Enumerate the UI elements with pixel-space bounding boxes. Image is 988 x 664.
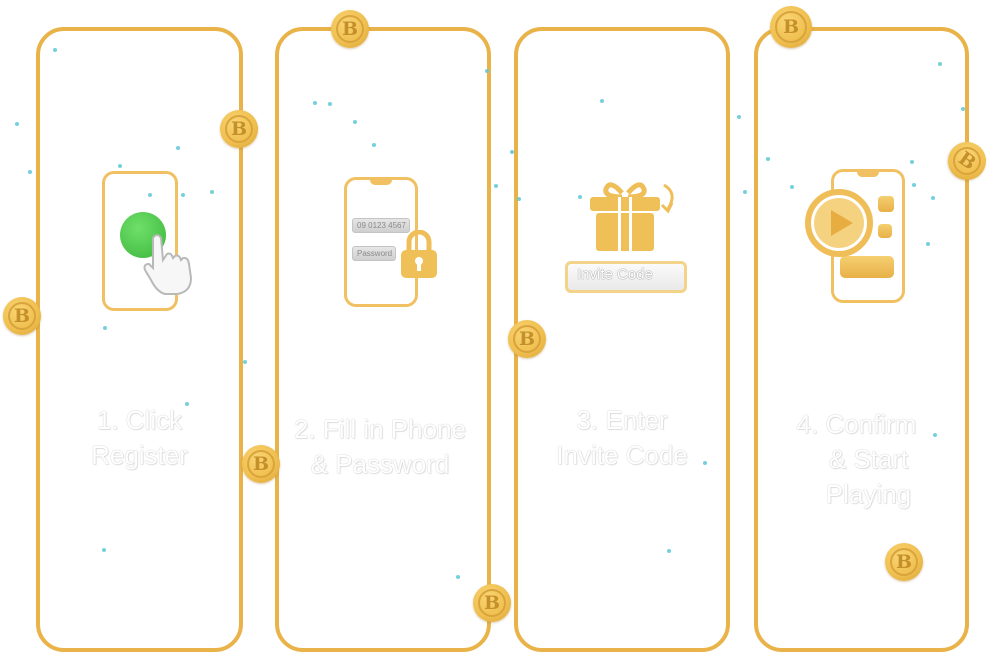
particle-dot [176, 146, 180, 150]
particle-dot [931, 196, 935, 200]
step-2-line1: 2. Fill in Phone [294, 414, 466, 444]
lock-icon [401, 230, 437, 278]
app-tile-icon [878, 196, 894, 212]
particle-dot [743, 190, 747, 194]
coin-b-icon: B [508, 320, 546, 358]
particle-dot [910, 160, 914, 164]
step-card-3: Invite Code 3. Enter Invite Code [514, 27, 730, 652]
particle-dot [353, 120, 357, 124]
particle-dot [28, 170, 32, 174]
step-card-1: 1. Click Register [36, 27, 243, 652]
particle-dot [243, 360, 247, 364]
step-2-line2: & Password [310, 449, 450, 479]
particle-dot [737, 115, 741, 119]
particle-dot [328, 102, 332, 106]
invite-code-input: Invite Code [565, 261, 687, 293]
particle-dot [933, 433, 937, 437]
particle-dot [961, 107, 965, 111]
coin-b-icon: B [473, 584, 511, 622]
gift-icon [590, 182, 674, 251]
particle-dot [313, 101, 317, 105]
particle-dot [210, 190, 214, 194]
particle-dot [600, 99, 604, 103]
coin-b-icon: B [242, 445, 280, 483]
particle-dot [517, 197, 521, 201]
particle-dot [15, 122, 19, 126]
particle-dot [185, 402, 189, 406]
coin-glyph: B [230, 118, 248, 140]
step-card-2: 09 0123 4567 Password 2. Fill in Phone &… [275, 27, 491, 652]
particle-dot [912, 183, 916, 187]
step-3-line1: 3. Enter [576, 405, 668, 435]
step-4-line2: & Start [828, 444, 909, 474]
coin-glyph: B [341, 18, 359, 40]
particle-dot [118, 164, 122, 168]
coin-glyph: B [954, 147, 980, 175]
particle-dot [456, 575, 460, 579]
coin-b-icon: B [885, 543, 923, 581]
particle-dot [53, 48, 57, 52]
particle-dot [485, 69, 489, 73]
coin-b-icon: B [3, 297, 41, 335]
particle-dot [790, 185, 794, 189]
step-3-line2: Invite Code [556, 440, 688, 470]
coin-glyph: B [13, 305, 31, 327]
particle-dot [102, 548, 106, 552]
particle-dot [103, 326, 107, 330]
particle-dot [494, 184, 498, 188]
particle-dot [926, 242, 930, 246]
step-2-title: 2. Fill in Phone & Password [273, 412, 487, 482]
particle-dot [667, 549, 671, 553]
hand-pointer-icon [143, 234, 193, 295]
coin-glyph: B [895, 551, 913, 573]
leaf-tile-icon [878, 224, 892, 238]
particle-dot [703, 461, 707, 465]
coin-glyph: B [782, 16, 800, 38]
step-4-line1: 4. Confirm [796, 409, 917, 439]
particle-dot [181, 193, 185, 197]
text-card-icon [840, 256, 894, 278]
step-3-title: 3. Enter Invite Code [518, 403, 726, 473]
coin-glyph: B [483, 592, 501, 614]
coin-b-icon: B [220, 110, 258, 148]
particle-dot [510, 150, 514, 154]
particle-dot [372, 143, 376, 147]
coin-glyph: B [252, 453, 270, 475]
particle-dot [766, 157, 770, 161]
particle-dot [148, 193, 152, 197]
step-card-4: 4. Confirm & Start Playing [754, 27, 969, 652]
step-4-title: 4. Confirm & Start Playing [748, 407, 965, 512]
phone-lock-form-icon: 09 0123 4567 Password [344, 177, 437, 307]
step-4-line3: Playing [825, 479, 912, 509]
coin-glyph: B [518, 328, 536, 350]
play-button-icon [805, 189, 873, 257]
password-field: Password [352, 246, 396, 261]
step-1-line2: Register [91, 440, 188, 470]
step-1-title: 1. Click Register [40, 403, 239, 473]
phone-tap-register-icon [102, 171, 193, 311]
coin-b-icon: B [331, 10, 369, 48]
phone-field: 09 0123 4567 [352, 218, 410, 233]
step-1-line1: 1. Click [96, 405, 183, 435]
particle-dot [938, 62, 942, 66]
coin-b-icon: B [770, 6, 812, 48]
particle-dot [578, 195, 582, 199]
